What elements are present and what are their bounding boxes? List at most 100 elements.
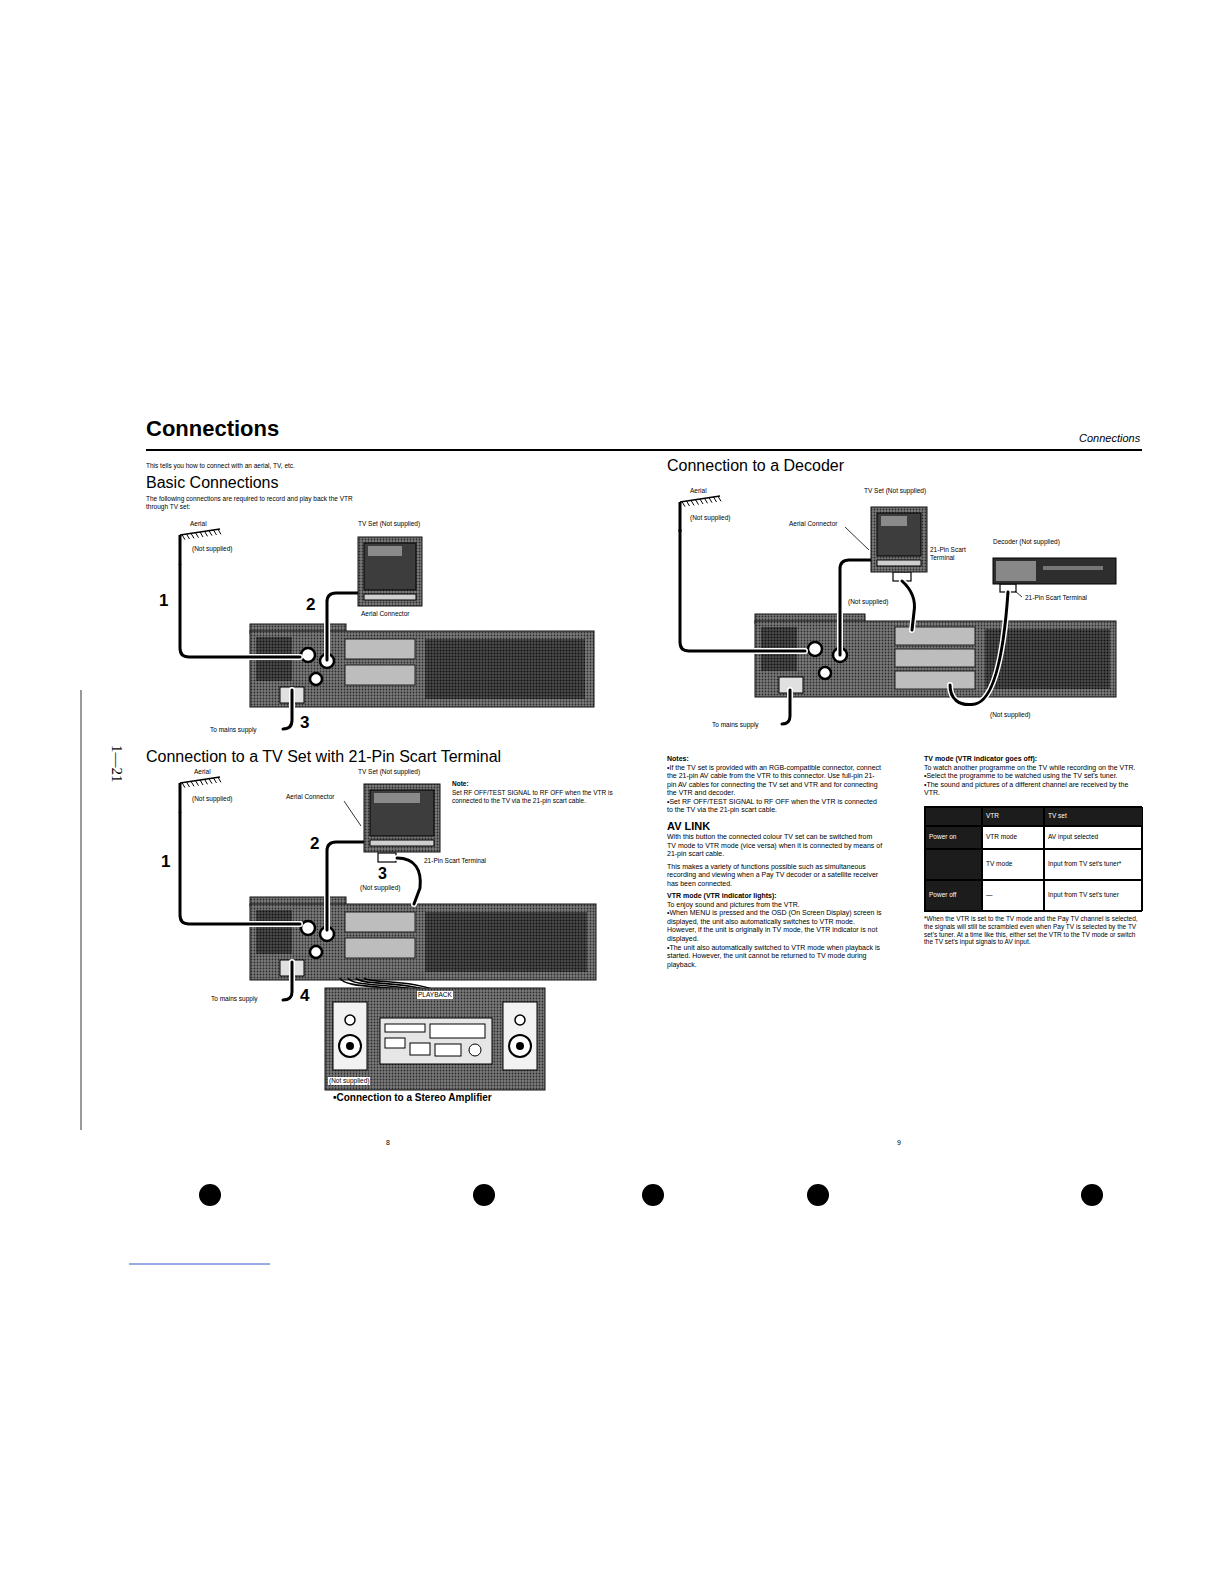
cable-underlay bbox=[180, 565, 300, 657]
table-cell: TV set bbox=[1044, 807, 1143, 826]
table-cell: Input from TV set's tuner bbox=[1044, 880, 1143, 911]
body-text: •If the TV set is provided with an RGB-c… bbox=[667, 764, 883, 798]
table-cell-text: VTR mode bbox=[986, 833, 1017, 841]
cable-underlay bbox=[902, 581, 915, 630]
part-label: (Not supplied) bbox=[848, 598, 888, 606]
vtr-rear-panel bbox=[256, 910, 292, 954]
page-number: 9 bbox=[897, 1139, 901, 1147]
amplifier-unit bbox=[430, 1024, 485, 1038]
part-label: 21-Pin Scart Terminal bbox=[424, 857, 486, 865]
stereo-amplifier: PLAYBACK(Not supplied) bbox=[325, 988, 545, 1090]
aerial-mast bbox=[179, 535, 182, 565]
part-label: To mains supply bbox=[712, 721, 759, 729]
callout-number: 1 bbox=[161, 852, 170, 872]
vtr-rear-panel bbox=[808, 642, 822, 656]
aerial-element bbox=[200, 532, 203, 537]
footnote: *When the VTR is set to the TV mode and … bbox=[924, 915, 1142, 947]
node-label: TV Set (Not supplied) bbox=[358, 768, 420, 776]
vtr-rear-panel bbox=[895, 649, 975, 667]
vtr-rear-panel bbox=[425, 639, 585, 699]
note-text: Set RF OFF/TEST SIGNAL to RF OFF when th… bbox=[452, 789, 617, 805]
tv-set bbox=[864, 487, 934, 577]
aerial-element bbox=[696, 500, 699, 505]
aerial-element bbox=[182, 535, 185, 540]
tv-screen bbox=[368, 546, 402, 556]
aerial-element bbox=[714, 497, 717, 502]
aerial-element bbox=[196, 781, 199, 786]
tv-set bbox=[358, 768, 450, 854]
node-label: (Not supplied) bbox=[690, 514, 730, 522]
body-text: •Set RF OFF/TEST SIGNAL to RF OFF when t… bbox=[667, 798, 883, 815]
vtr-rear-panel bbox=[310, 673, 322, 685]
aerial-element bbox=[709, 498, 712, 503]
table-cell-text: TV mode bbox=[986, 860, 1012, 868]
node-label: Decoder (Not supplied) bbox=[993, 538, 1060, 546]
aerial-element bbox=[682, 502, 685, 507]
aerial-element bbox=[205, 779, 208, 784]
cable bbox=[397, 858, 420, 904]
table-cell-text: TV set bbox=[1048, 812, 1067, 820]
callout-number: 2 bbox=[306, 595, 315, 615]
text-group: TV mode (VTR indicator goes off):To watc… bbox=[924, 755, 1142, 798]
cable-underlay bbox=[283, 690, 292, 729]
page-rules bbox=[129, 1264, 270, 1265]
scart-plug bbox=[378, 853, 396, 862]
cable bbox=[180, 813, 300, 924]
part-label: 21-Pin Scart Terminal bbox=[1025, 594, 1087, 602]
aerial-symbol: Aerial(Not supplied) bbox=[176, 520, 266, 565]
tv-set: TV Set (Not supplied) bbox=[358, 520, 448, 608]
callout-number: 4 bbox=[300, 986, 309, 1006]
running-header: Connections bbox=[1079, 432, 1140, 445]
vtr-rear-panel bbox=[250, 631, 594, 707]
amplifier-unit bbox=[385, 1024, 425, 1032]
amplifier-unit bbox=[410, 1043, 430, 1055]
table-cell-text: — bbox=[986, 891, 993, 899]
table-cell: Input from TV set's tuner* bbox=[1044, 849, 1143, 880]
cable bbox=[950, 592, 1008, 705]
body-text: To enjoy sound and pictures from the VTR… bbox=[667, 901, 883, 910]
cable bbox=[283, 690, 292, 729]
section-heading: Basic Connections bbox=[146, 473, 279, 492]
aerial-element bbox=[182, 783, 185, 788]
table-cell: VTR mode bbox=[982, 826, 1044, 849]
vtr-rear-panel bbox=[310, 946, 322, 958]
amplifier-unit bbox=[380, 1018, 492, 1064]
aerial-element bbox=[214, 778, 217, 783]
tv-cabinet bbox=[871, 507, 927, 572]
table-cell: Power on bbox=[925, 826, 982, 849]
binding-dots bbox=[473, 1184, 495, 1206]
aerial-symbol: Aerial(Not supplied) bbox=[176, 768, 266, 813]
node-label: TV Set (Not supplied) bbox=[358, 520, 420, 528]
aerial-element bbox=[218, 529, 221, 534]
binding-dots bbox=[1081, 1184, 1103, 1206]
callout-number: 3 bbox=[300, 713, 309, 733]
page-title: Connections bbox=[146, 416, 279, 442]
vtr-rear-panel bbox=[425, 912, 587, 972]
text-column: TV mode (VTR indicator goes off):To watc… bbox=[924, 755, 1142, 946]
aerial-element bbox=[718, 496, 721, 501]
aerial-symbol bbox=[176, 768, 266, 813]
aerial-element bbox=[687, 501, 690, 506]
aerial-mast bbox=[179, 783, 182, 813]
table-cell-text: VTR bbox=[986, 812, 999, 820]
leader-line bbox=[845, 527, 869, 550]
aerial-element bbox=[187, 534, 190, 539]
cable bbox=[327, 593, 358, 660]
cable bbox=[180, 565, 300, 657]
aerial-element bbox=[187, 782, 190, 787]
callout-number: 1 bbox=[159, 591, 168, 611]
vtr-rear-panel bbox=[345, 639, 415, 659]
cable bbox=[902, 581, 915, 630]
node-label: Aerial bbox=[690, 487, 707, 495]
table-cell: TV mode bbox=[982, 849, 1044, 880]
vtr-rear-panel bbox=[755, 621, 1116, 697]
sub-heading: AV LINK bbox=[667, 820, 883, 833]
part-label: Aerial Connector bbox=[286, 793, 334, 801]
tv-cabinet bbox=[358, 537, 422, 606]
cable bbox=[782, 690, 790, 724]
decoder-body bbox=[1043, 566, 1103, 570]
part-label: To mains supply bbox=[210, 726, 257, 734]
tv-controls bbox=[370, 840, 434, 846]
tv-set: TV Set (Not supplied) bbox=[864, 487, 934, 577]
tv-screen bbox=[370, 790, 434, 836]
